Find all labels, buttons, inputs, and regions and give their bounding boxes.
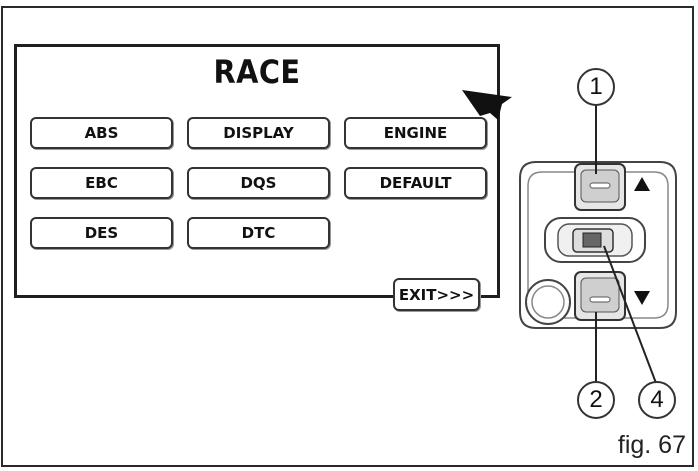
ebc-button[interactable]: EBC bbox=[30, 167, 173, 199]
leader-line-4 bbox=[603, 245, 657, 384]
callout-4: 4 bbox=[638, 381, 676, 419]
side-knob bbox=[525, 279, 571, 325]
pointer-arrow-icon bbox=[462, 90, 512, 120]
des-button[interactable]: DES bbox=[30, 217, 173, 249]
abs-button[interactable]: ABS bbox=[30, 117, 173, 149]
callout-1: 1 bbox=[577, 68, 615, 106]
display-button[interactable]: DISPLAY bbox=[187, 117, 330, 149]
engine-button[interactable]: ENGINE bbox=[344, 117, 487, 149]
select-button[interactable] bbox=[544, 217, 646, 263]
dqs-button[interactable]: DQS bbox=[187, 167, 330, 199]
exit-button[interactable]: EXIT>>> bbox=[393, 278, 480, 311]
race-menu-screen: RACE ABS DISPLAY ENGINE EBC DQS DEFAULT … bbox=[14, 44, 500, 311]
figure-frame bbox=[1, 6, 694, 467]
down-button[interactable] bbox=[574, 271, 626, 321]
screen-title: RACE bbox=[213, 53, 301, 91]
default-button[interactable]: DEFAULT bbox=[344, 167, 487, 199]
arrow-up-icon bbox=[634, 177, 650, 191]
callout-2: 2 bbox=[577, 381, 615, 419]
figure-label: fig. 67 bbox=[617, 431, 686, 459]
dtc-button[interactable]: DTC bbox=[187, 217, 330, 249]
up-button[interactable] bbox=[574, 163, 626, 211]
arrow-down-icon bbox=[634, 291, 650, 305]
